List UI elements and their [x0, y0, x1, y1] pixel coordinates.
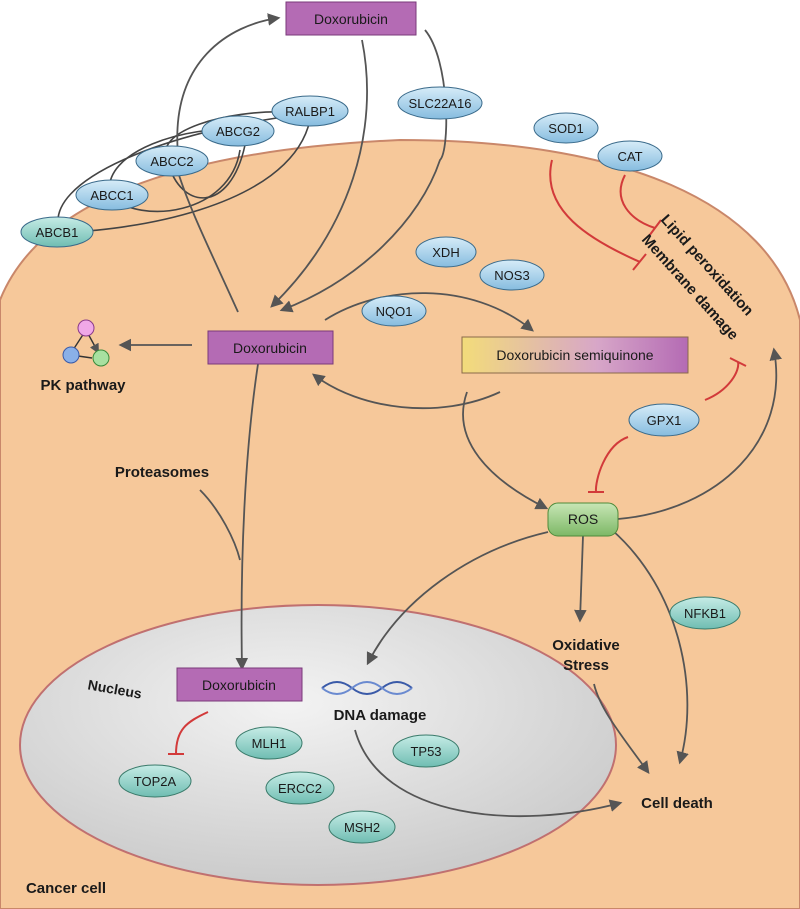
xdh-label: XDH: [432, 245, 459, 260]
dna-to-death-arrow: [354, 729, 623, 818]
abcc2-label: ABCC2: [150, 154, 193, 169]
top2a-inhibit-line: [175, 711, 209, 755]
nqo1-label: NQO1: [376, 304, 413, 319]
semiquinone-to-ros-arrow: [462, 391, 549, 510]
top2a-node[interactable]: TOP2A: [118, 764, 192, 798]
abcg2-node[interactable]: ABCG2: [201, 115, 275, 147]
proteasome-arrow: [199, 489, 241, 561]
ralbp1-node[interactable]: RALBP1: [271, 95, 349, 127]
sod1-label: SOD1: [548, 121, 583, 136]
efflux-arrow: [176, 13, 281, 156]
mlh1-node[interactable]: MLH1: [235, 726, 303, 760]
ralbp1-label: RALBP1: [285, 104, 335, 119]
nfkb1-label: NFKB1: [684, 606, 726, 621]
uptake-arrow-direct: [270, 39, 368, 308]
tp53-node[interactable]: TP53: [392, 734, 460, 768]
uptake-arrow-slc: [279, 29, 448, 313]
pk-pathway-icon: [62, 319, 110, 367]
abcc1-label: ABCC1: [90, 188, 133, 203]
gpx1-ros-inhibit-line: [594, 436, 629, 493]
abcb1-label: ABCB1: [36, 225, 79, 240]
ros-to-oxidative-arrow: [574, 535, 587, 623]
nqo1-node[interactable]: NQO1: [361, 295, 427, 327]
gpx1-membrane-inhibit-line: [704, 361, 740, 401]
abcc2-from-mid: [177, 171, 239, 313]
nfkb1-node[interactable]: NFKB1: [669, 596, 741, 630]
doxorubicin-top-label: Doxorubicin: [314, 11, 388, 27]
mlh1-label: MLH1: [252, 736, 287, 751]
sod1-node[interactable]: SOD1: [533, 112, 599, 144]
oxidative-stress-line2: Stress: [563, 657, 609, 674]
pk-pathway-label: PK pathway: [40, 377, 126, 394]
nos3-label: NOS3: [494, 268, 529, 283]
doxorubicin-mid-box[interactable]: Doxorubicin: [207, 330, 334, 365]
doxorubicin-nucleus-box[interactable]: Doxorubicin: [176, 667, 303, 702]
cancer-cell-label: Cancer cell: [26, 880, 106, 897]
tp53-label: TP53: [410, 744, 441, 759]
ros-to-death-arrow: [611, 529, 689, 765]
gpx1-node[interactable]: GPX1: [628, 403, 700, 437]
gpx1-membrane-inhibit-bar: [729, 357, 747, 367]
doxorubicin-nucleus-label: Doxorubicin: [202, 677, 276, 693]
abcb1-node[interactable]: ABCB1: [20, 216, 94, 248]
cell-death-label: Cell death: [641, 795, 713, 812]
oxidative-to-death-arrow: [593, 683, 650, 775]
dna-helix-icon: [321, 681, 413, 695]
sod1-inhibit-line: [549, 159, 641, 263]
msh2-node[interactable]: MSH2: [328, 810, 396, 844]
ercc2-node[interactable]: ERCC2: [265, 771, 335, 805]
msh2-label: MSH2: [344, 820, 380, 835]
doxorubicin-mid-label: Doxorubicin: [233, 340, 307, 356]
cat-label: CAT: [617, 149, 642, 164]
dna-damage-label: DNA damage: [334, 707, 427, 724]
semiquinone-box[interactable]: Doxorubicin semiquinone: [461, 336, 689, 374]
doxorubicin-top-box[interactable]: Doxorubicin: [285, 1, 417, 36]
sod1-inhibit-bar: [632, 253, 647, 271]
ros-to-membrane-arrow: [617, 347, 782, 520]
semiquinone-back-arrow: [311, 373, 501, 410]
nucleus-ellipse: [19, 604, 617, 886]
xdh-node[interactable]: XDH: [415, 236, 477, 268]
top2a-label: TOP2A: [134, 774, 177, 789]
nos3-node[interactable]: NOS3: [479, 259, 545, 291]
semiquinone-label: Doxorubicin semiquinone: [496, 347, 653, 363]
ercc2-label: ERCC2: [278, 781, 322, 796]
slc22a16-node[interactable]: SLC22A16: [397, 86, 483, 120]
ros-to-dna-arrow: [366, 531, 549, 666]
ros-box[interactable]: ROS: [547, 502, 619, 537]
slc22a16-label: SLC22A16: [409, 96, 472, 111]
proteasomes-label: Proteasomes: [115, 464, 209, 481]
cat-node[interactable]: CAT: [597, 140, 663, 172]
abcg2-label: ABCG2: [216, 124, 260, 139]
to-nucleus-arrow: [235, 363, 259, 671]
abcc1-node[interactable]: ABCC1: [75, 179, 149, 211]
to-semiquinone-arrow: [324, 292, 534, 332]
cat-inhibit-bar: [648, 219, 662, 237]
gpx1-label: GPX1: [647, 413, 682, 428]
cat-inhibit-line: [619, 174, 656, 229]
ros-label: ROS: [568, 511, 598, 527]
oxidative-stress-line1: Oxidative: [552, 637, 620, 654]
abcc2-node[interactable]: ABCC2: [135, 145, 209, 177]
